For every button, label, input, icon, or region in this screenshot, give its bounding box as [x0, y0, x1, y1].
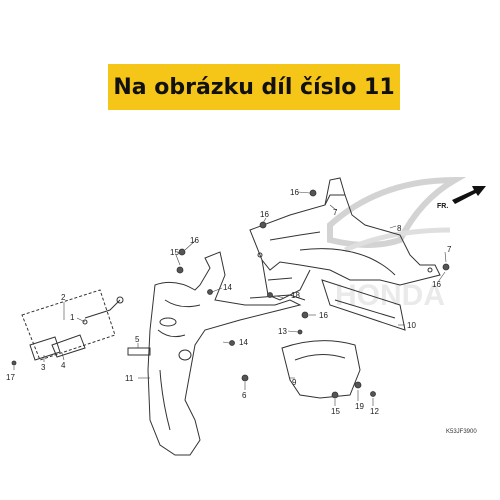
arrow-icon: [452, 186, 486, 204]
callout-9: 9: [292, 378, 297, 387]
callout-17: 17: [6, 373, 15, 382]
callout-14: 14: [239, 338, 248, 347]
callout-16: 16: [319, 311, 328, 320]
diagram-code: K53JF3900: [446, 429, 477, 435]
callout-8: 8: [397, 224, 402, 233]
callout-2: 2: [61, 293, 66, 302]
callout-16: 16: [432, 280, 441, 289]
callout-13: 13: [278, 327, 287, 336]
fasteners: [11, 189, 450, 399]
callout-16: 16: [290, 188, 299, 197]
callout-4: 4: [61, 361, 66, 370]
callout-19: 19: [355, 402, 364, 411]
callout-15: 15: [331, 407, 340, 416]
callout-5: 5: [135, 335, 140, 344]
hugger-cover: [281, 340, 361, 399]
license-lamp: [127, 347, 151, 356]
callout-7: 7: [333, 208, 338, 217]
callout-1: 1: [70, 313, 75, 322]
callout-6: 6: [242, 391, 247, 400]
callout-3: 3: [41, 363, 46, 372]
inner-fender-assembly: [249, 177, 441, 301]
callout-12: 12: [370, 407, 379, 416]
mudflap: [321, 279, 406, 331]
callout-16: 16: [260, 210, 269, 219]
callout-labels: 16 7 8 16 7 16 16 15 14 18 16 10 2 1 17 …: [6, 188, 452, 416]
honda-wing-logo: HONDA: [327, 176, 467, 312]
callout-16: 16: [190, 236, 199, 245]
callout-14: 14: [223, 283, 232, 292]
direction-indicator: FR.: [437, 186, 486, 210]
callout-18: 18: [291, 291, 300, 300]
callout-15: 15: [170, 248, 179, 257]
callout-7: 7: [447, 245, 452, 254]
part-number-banner: Na obrázku díl číslo 11: [108, 64, 400, 110]
honda-watermark-text: HONDA: [335, 279, 445, 312]
rear-fender: [147, 251, 306, 456]
banner-text: Na obrázku díl číslo 11: [113, 74, 395, 100]
leader-lines: [13, 191, 447, 406]
callout-10: 10: [407, 321, 416, 330]
direction-label: FR.: [437, 203, 448, 210]
tail-light-assembly: [21, 289, 124, 361]
callout-11: 11: [125, 374, 134, 383]
